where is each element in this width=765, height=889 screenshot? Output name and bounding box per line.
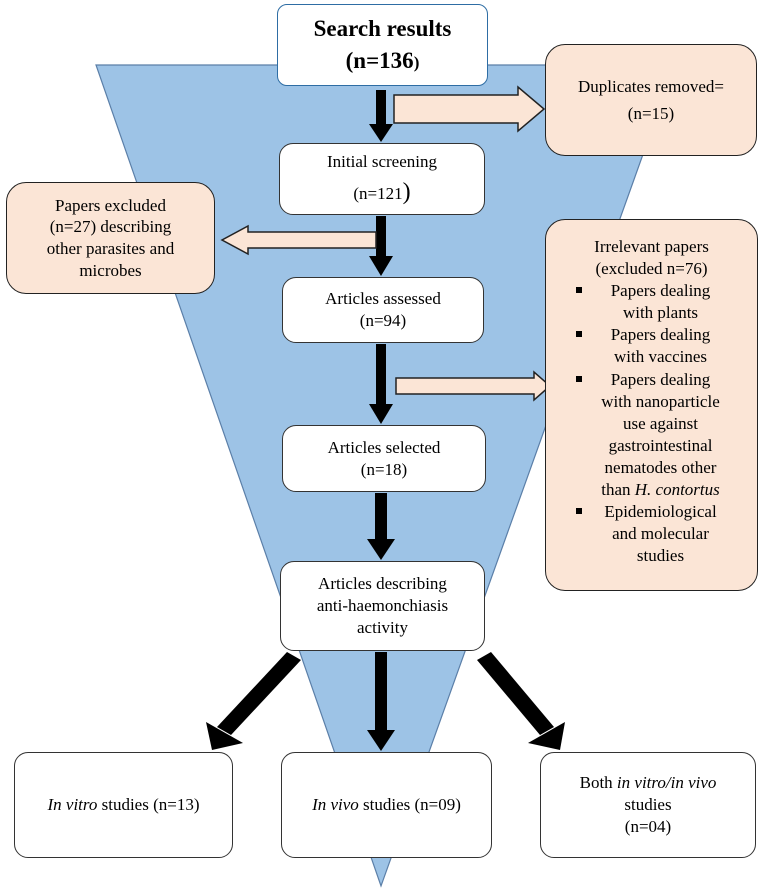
papers-excluded-box: Papers excluded (n=27) describing other … <box>6 182 215 294</box>
arrow-assessed-to-selected <box>369 344 393 424</box>
arrow-initial-to-assessed <box>369 216 393 276</box>
list-item: Papers dealing with vaccines <box>546 324 757 368</box>
in-vitro-count: studies (n=13) <box>97 795 200 815</box>
papers-excluded-line3: other parasites and <box>46 239 175 258</box>
species-name: H. contortus <box>634 480 720 500</box>
search-results-paren: ) <box>413 53 420 72</box>
irrelevant-papers-label: Irrelevant papers <box>594 237 709 256</box>
both-label: in vitro/in vivo <box>616 773 717 793</box>
articles-describing-box: Articles describing anti-haemonchiasis a… <box>280 561 485 651</box>
list-item: Epidemiological and molecular studies <box>546 501 757 567</box>
initial-screening-box: Initial screening (n=121) <box>279 143 485 215</box>
duplicates-count: (n=15) <box>627 104 675 123</box>
search-results-count: (n=136 <box>345 48 414 73</box>
initial-screening-paren: ) <box>402 178 411 205</box>
irrelevant-papers-count: (excluded n=76) <box>595 259 708 279</box>
in-vitro-label: In vitro <box>47 795 98 815</box>
papers-excluded-line1: Papers excluded <box>55 195 166 215</box>
articles-selected-box: Articles selected (n=18) <box>282 425 486 492</box>
in-vivo-label: In vivo <box>312 795 359 815</box>
list-item: Papers dealing with plants <box>546 280 757 324</box>
articles-assessed-count: (n=94) <box>359 311 407 330</box>
arrow-selected-to-describing <box>367 493 395 560</box>
describing-line3: activity <box>357 617 408 637</box>
articles-assessed-box: Articles assessed (n=94) <box>282 277 484 343</box>
both-line2: studies <box>624 795 672 815</box>
arrow-search-to-initial <box>369 90 393 142</box>
arrow-to-papers-excluded <box>220 224 377 256</box>
papers-excluded-line4: microbes <box>79 260 142 280</box>
articles-selected-label: Articles selected <box>327 437 441 457</box>
initial-screening-count: (n=121 <box>353 183 403 203</box>
search-results-box: Search results (n=136) <box>277 4 488 86</box>
both-prefix: Both <box>579 773 617 793</box>
both-studies-box: Both in vitro/in vivo studies (n=04) <box>540 752 756 858</box>
both-count: (n=04) <box>624 816 672 836</box>
describing-line2: anti-haemonchiasis <box>316 596 449 616</box>
in-vivo-count: studies (n=09) <box>358 795 461 815</box>
initial-screening-label: Initial screening <box>327 151 437 171</box>
in-vitro-studies-box: In vitro studies (n=13) <box>14 752 233 858</box>
in-vivo-studies-box: In vivo studies (n=09) <box>281 752 492 858</box>
list-item: Papers dealing with nanoparticle use aga… <box>546 369 757 502</box>
articles-assessed-label: Articles assessed <box>325 289 441 309</box>
irrelevant-papers-list: Papers dealing with plants Papers dealin… <box>546 280 757 567</box>
arrow-describing-to-invivo <box>367 652 395 751</box>
arrow-to-duplicates <box>393 85 546 133</box>
search-results-label: Search results <box>313 15 452 41</box>
duplicates-label: Duplicates removed= <box>577 76 724 96</box>
arrow-describing-to-both <box>477 652 565 750</box>
papers-excluded-line2: (n=27) describing <box>49 217 172 237</box>
articles-selected-count: (n=18) <box>360 459 408 479</box>
duplicates-removed-box: Duplicates removed= (n=15) <box>545 44 757 156</box>
arrow-to-irrelevant <box>395 370 552 402</box>
arrow-describing-to-invitro <box>206 652 301 750</box>
describing-line1: Articles describing <box>318 574 447 594</box>
irrelevant-papers-box: Irrelevant papers (excluded n=76) Papers… <box>545 219 758 591</box>
